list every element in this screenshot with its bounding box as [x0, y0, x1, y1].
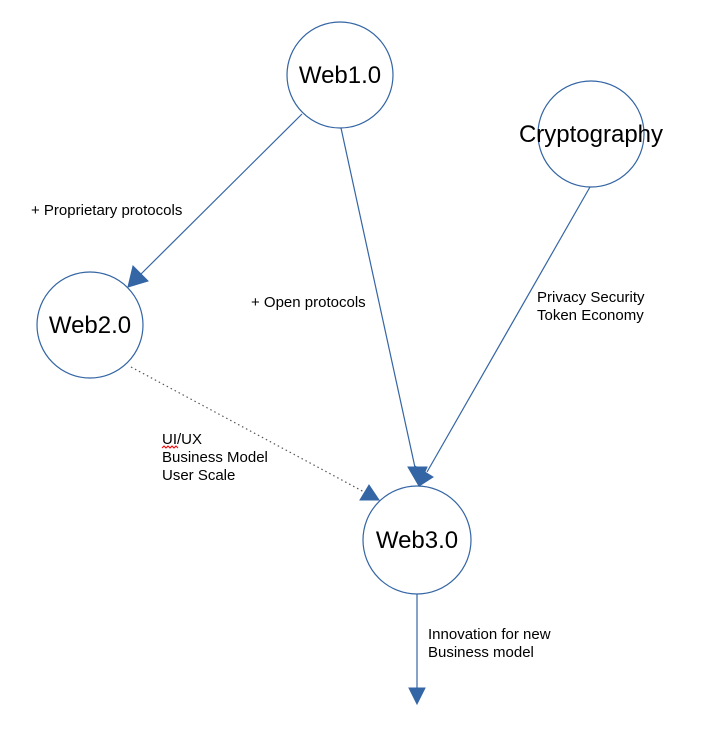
node-web2-label: Web2.0 — [49, 312, 131, 339]
label-token-economy: Token Economy — [537, 307, 644, 324]
node-web3-circle — [362, 485, 472, 595]
label-privacy-security: Privacy Security — [537, 289, 645, 306]
arrowhead-web3-left — [359, 484, 380, 501]
label-proprietary-protocols: + Proprietary protocols — [31, 202, 182, 219]
node-crypto-label: Cryptography — [519, 121, 663, 148]
arrowhead-web3-top-right — [414, 464, 434, 487]
edge-crypto-to-web3 — [426, 186, 591, 473]
node-web1: Web1.0 — [286, 21, 394, 129]
node-web3-label: Web3.0 — [376, 527, 458, 554]
node-web1-label: Web1.0 — [299, 62, 381, 89]
node-crypto-circle — [537, 80, 645, 188]
edge-web1-to-web3 — [340, 127, 417, 473]
arrowhead-out — [408, 687, 426, 706]
node-web2-circle — [36, 271, 144, 379]
node-web1-circle — [286, 21, 394, 129]
node-web3: Web3.0 — [362, 485, 472, 595]
node-web2: Web2.0 — [36, 271, 144, 379]
edge-web1-to-web2 — [138, 113, 303, 277]
node-crypto: Cryptography — [519, 80, 663, 188]
arrowhead-web2 — [127, 265, 149, 288]
label-business-model-2: Business model — [428, 644, 534, 661]
label-open-protocols: + Open protocols — [251, 294, 366, 311]
label-business-model: Business Model — [162, 449, 268, 466]
label-user-scale: User Scale — [162, 467, 235, 484]
spellcheck-underline — [161, 445, 179, 449]
label-innovation: Innovation for new — [428, 626, 551, 643]
label-ui-ux: UI/UX — [162, 431, 202, 448]
